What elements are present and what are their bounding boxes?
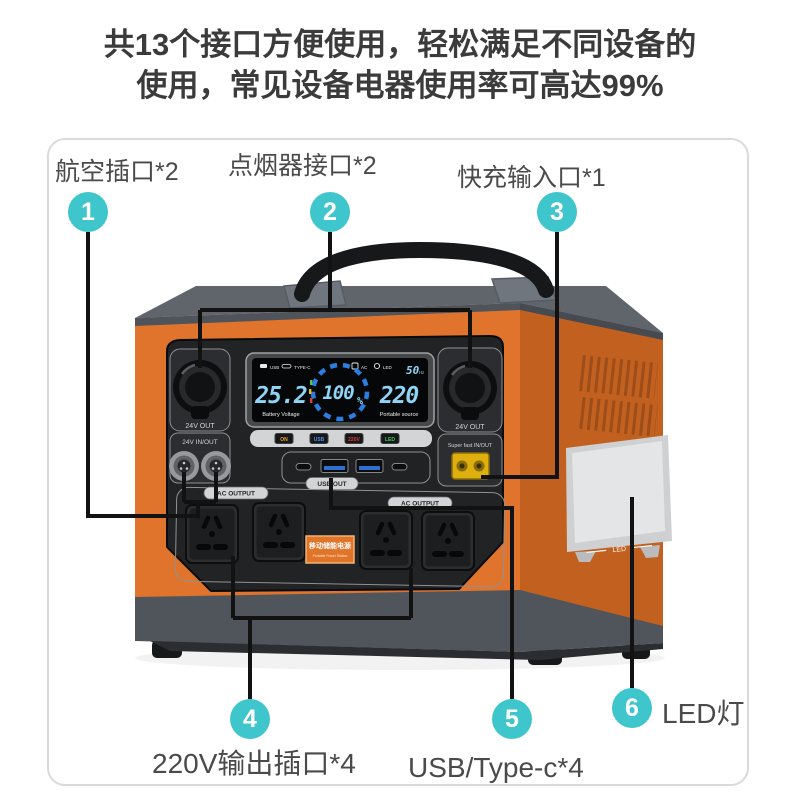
battery-gauge-arc (310, 362, 370, 422)
indicator-on: ON (280, 437, 288, 443)
lcd-frequency-unit: Hz (419, 370, 424, 375)
ac-socket-3 (360, 511, 412, 569)
callout-marker-6: 6 (612, 688, 652, 728)
lcd-ac-label: AC (361, 365, 368, 370)
headline-line2: 使用，常见设备电器使用率可高达99% (136, 68, 664, 103)
callout-line-3 (481, 232, 559, 479)
ac-socket-1 (186, 505, 238, 563)
device-base (135, 586, 665, 670)
callout-marker-3: 3 (537, 192, 577, 232)
ac-icon (351, 362, 359, 370)
led-bulb-icon (373, 362, 381, 370)
brand-label: 移动储能电源 Portable Power Station (305, 535, 355, 564)
callout-line-4 (231, 556, 413, 699)
aviation-plug-2 (201, 451, 231, 481)
callout-label-cigarette: 点烟器接口*2 (228, 152, 377, 180)
lcd-typec-label: TYPE-C (294, 365, 311, 370)
usba-port-2 (355, 459, 384, 473)
callout-label-led: LED灯 (662, 698, 745, 729)
diagram-frame (47, 138, 749, 786)
typec-icon (281, 364, 292, 369)
callout-lines (86, 232, 634, 699)
lcd-display: USB TYPE-C AC LED 50 Hz 25.2 Battery Vol… (245, 352, 435, 428)
usb-icon (260, 364, 267, 368)
side-vents (579, 355, 658, 437)
indicator-220v: 220V (348, 437, 360, 443)
callout-label-220v: 220V输出插口*4 (152, 748, 356, 779)
callout-marker-2: 2 (310, 192, 350, 232)
lcd-output-voltage: 220 (379, 383, 419, 409)
lcd-percent: 100 (322, 382, 354, 404)
lcd-usb-label: USB (270, 365, 279, 370)
lcd-led-label: LED (383, 365, 393, 370)
fast-charge-port: Super fast IN/OUT (437, 433, 503, 487)
callout-label-fast-charge: 快充输入口*1 (457, 164, 606, 192)
right-socket-label: 24V OUT (455, 424, 485, 431)
lcd-output-label: Portable source (380, 412, 419, 418)
aviation-section-label: 24V IN/OUT (182, 439, 217, 446)
led-panel-label: LED (612, 546, 626, 554)
aviation-plug-1 (169, 451, 199, 481)
indicator-bar: ON USB 220V LED (250, 430, 432, 447)
led-panel: LED (566, 435, 672, 562)
callout-marker-5: 5 (492, 699, 532, 739)
callout-label-usb: USB/Type-c*4 (408, 752, 584, 783)
typec-port-2 (391, 463, 408, 471)
usb-panel: USB OUT (281, 451, 431, 490)
ac-output-label-left: AC OUTPUT (217, 491, 255, 498)
brand-en: Portable Power Station (313, 554, 348, 558)
callout-marker-4: 4 (230, 699, 270, 739)
lcd-percent-sign: % (357, 396, 363, 407)
ac-output-label-right: AC OUTPUT (401, 501, 439, 508)
callout-line-1 (86, 232, 218, 518)
cigarette-socket-left: 24V OUT (169, 348, 231, 432)
ac-socket-4 (422, 512, 474, 570)
lcd-battery-voltage: 25.2 (254, 383, 307, 409)
typec-port-1 (295, 463, 312, 471)
indicator-usb: USB (314, 437, 325, 443)
ac-outlet-area: AC OUTPUT AC OUTPUT (174, 486, 506, 588)
headline: 共13个接口方便使用，轻松满足不同设备的 使用，常见设备电器使用率可高达99% (0, 24, 800, 106)
headline-line1: 共13个接口方便使用，轻松满足不同设备的 (103, 27, 697, 62)
aviation-connectors: 24V IN/OUT (169, 432, 231, 484)
lcd-battery-voltage-label: Battery Voltage (262, 412, 299, 418)
cigarette-socket-right: 24V OUT (437, 347, 503, 433)
ac-socket-2 (253, 503, 305, 561)
callout-label-aviation: 航空插口*2 (55, 158, 179, 186)
front-panel: 24V OUT 24V IN/OUT (166, 334, 506, 593)
callout-line-2 (198, 232, 472, 368)
left-socket-label: 24V OUT (185, 423, 215, 430)
callout-line-5 (329, 478, 514, 699)
callout-marker-1: 1 (68, 192, 108, 232)
usba-port-1 (320, 459, 349, 473)
indicator-led: LED (385, 437, 395, 443)
brand-cn: 移动储能电源 (309, 541, 351, 550)
fast-charge-label: Super fast IN/OUT (448, 443, 493, 449)
lcd-frequency-value: 50 (406, 364, 420, 377)
